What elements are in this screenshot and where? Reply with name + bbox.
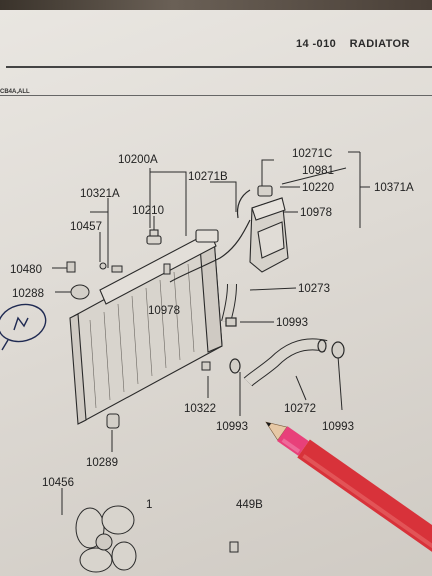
page-header: 14 -010 RADIATOR	[296, 38, 410, 50]
handwritten-annotation	[0, 303, 47, 351]
callout-10321A: 10321A	[80, 188, 120, 200]
callout-10457: 10457	[70, 221, 102, 233]
page-number: 14 -010	[296, 38, 337, 50]
callout-10371A: 10371A	[374, 182, 414, 194]
callout-449B: 449B	[236, 499, 263, 511]
callout-10993-a: 10993	[276, 317, 308, 329]
callout-10272: 10272	[284, 403, 316, 415]
callout-10271B: 10271B	[188, 171, 228, 183]
reserve-tank-drawing	[249, 185, 289, 273]
callout-10289: 10289	[86, 457, 118, 469]
radiator-drawing	[69, 229, 223, 425]
callout-10271C: 10271C	[292, 148, 332, 160]
callout-10993-b: 10993	[216, 421, 248, 433]
callout-10210: 10210	[132, 205, 164, 217]
callout-10273: 10273	[298, 283, 330, 295]
header-rule	[6, 66, 432, 68]
callout-10978-b: 10978	[148, 305, 180, 317]
callout-partial: 1	[146, 499, 152, 511]
callout-10456: 10456	[42, 477, 74, 489]
model-rule	[0, 95, 432, 96]
callout-10993-c: 10993	[322, 421, 354, 433]
callout-10288: 10288	[12, 288, 44, 300]
callout-10220: 10220	[302, 182, 334, 194]
section-title: RADIATOR	[349, 38, 410, 50]
callout-10978-a: 10978	[300, 207, 332, 219]
callout-10322: 10322	[184, 403, 216, 415]
callout-10200A: 10200A	[118, 154, 158, 166]
fan-drawing	[75, 505, 137, 573]
hose-drawing	[169, 189, 345, 387]
pencil-icon	[265, 421, 432, 556]
model-tag: CB4A,ALL	[0, 89, 30, 95]
callout-10981: 10981	[302, 165, 334, 177]
callout-10480: 10480	[10, 264, 42, 276]
